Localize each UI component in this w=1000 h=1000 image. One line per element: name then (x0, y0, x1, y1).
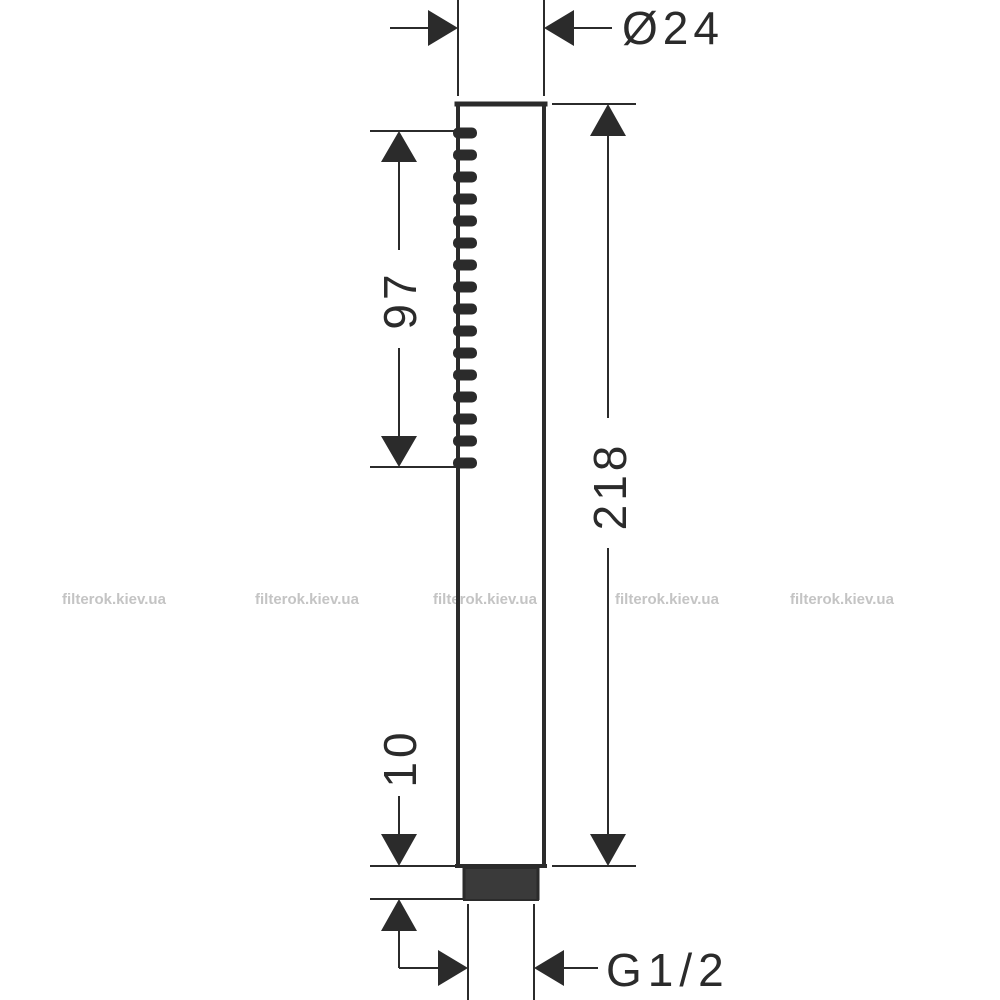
diameter-arrow-left (428, 10, 458, 46)
spray-arrow-up (381, 131, 417, 162)
spray-arrow-down (381, 436, 417, 467)
spray-nozzle (453, 325, 477, 337)
thread-band (463, 867, 539, 901)
thread-arrow-up (381, 899, 417, 931)
total-length-label: 218 (584, 442, 636, 531)
spray-length-label: 97 (374, 270, 426, 329)
spray-nozzle (453, 149, 477, 161)
thread-arrow-down (381, 834, 417, 866)
spray-nozzle (453, 369, 477, 381)
spray-nozzle (453, 303, 477, 315)
spray-nozzle (453, 259, 477, 271)
watermark-4: filterok.kiev.ua (615, 591, 720, 608)
shower-handle-body (454, 101, 548, 868)
thread-length-label: 10 (374, 728, 426, 787)
watermark-3: filterok.kiev.ua (433, 591, 538, 608)
spray-nozzle (453, 215, 477, 227)
watermark-row: filterok.kiev.ua filterok.kiev.ua filter… (62, 591, 895, 608)
thread-length-dimension (370, 796, 464, 968)
spray-nozzle (453, 413, 477, 425)
total-length-dimension (552, 103, 636, 867)
spray-length-dimension (370, 130, 458, 468)
thread-size-arrow-right (534, 950, 564, 986)
spray-nozzle (453, 171, 477, 183)
diameter-dimension (390, 0, 612, 96)
spray-nozzle (453, 127, 477, 139)
threaded-connector (462, 867, 540, 901)
total-arrow-up (590, 104, 626, 136)
thread-size-dimension (399, 904, 598, 1000)
thread-size-label: G1/2 (606, 944, 730, 996)
spray-nozzle (453, 347, 477, 359)
spray-nozzle (453, 281, 477, 293)
watermark-2: filterok.kiev.ua (255, 591, 360, 608)
watermark-5: filterok.kiev.ua (790, 591, 895, 608)
spray-nozzle (453, 391, 477, 403)
spray-nozzle (453, 193, 477, 205)
watermark-1: filterok.kiev.ua (62, 591, 167, 608)
spray-nozzle (453, 457, 477, 469)
spray-nozzles (453, 127, 477, 469)
spray-nozzle (453, 435, 477, 447)
diameter-arrow-right (544, 10, 574, 46)
diameter-label: Ø24 (622, 2, 724, 54)
total-arrow-down (590, 834, 626, 866)
spray-nozzle (453, 237, 477, 249)
thread-size-arrow-left (438, 950, 468, 986)
